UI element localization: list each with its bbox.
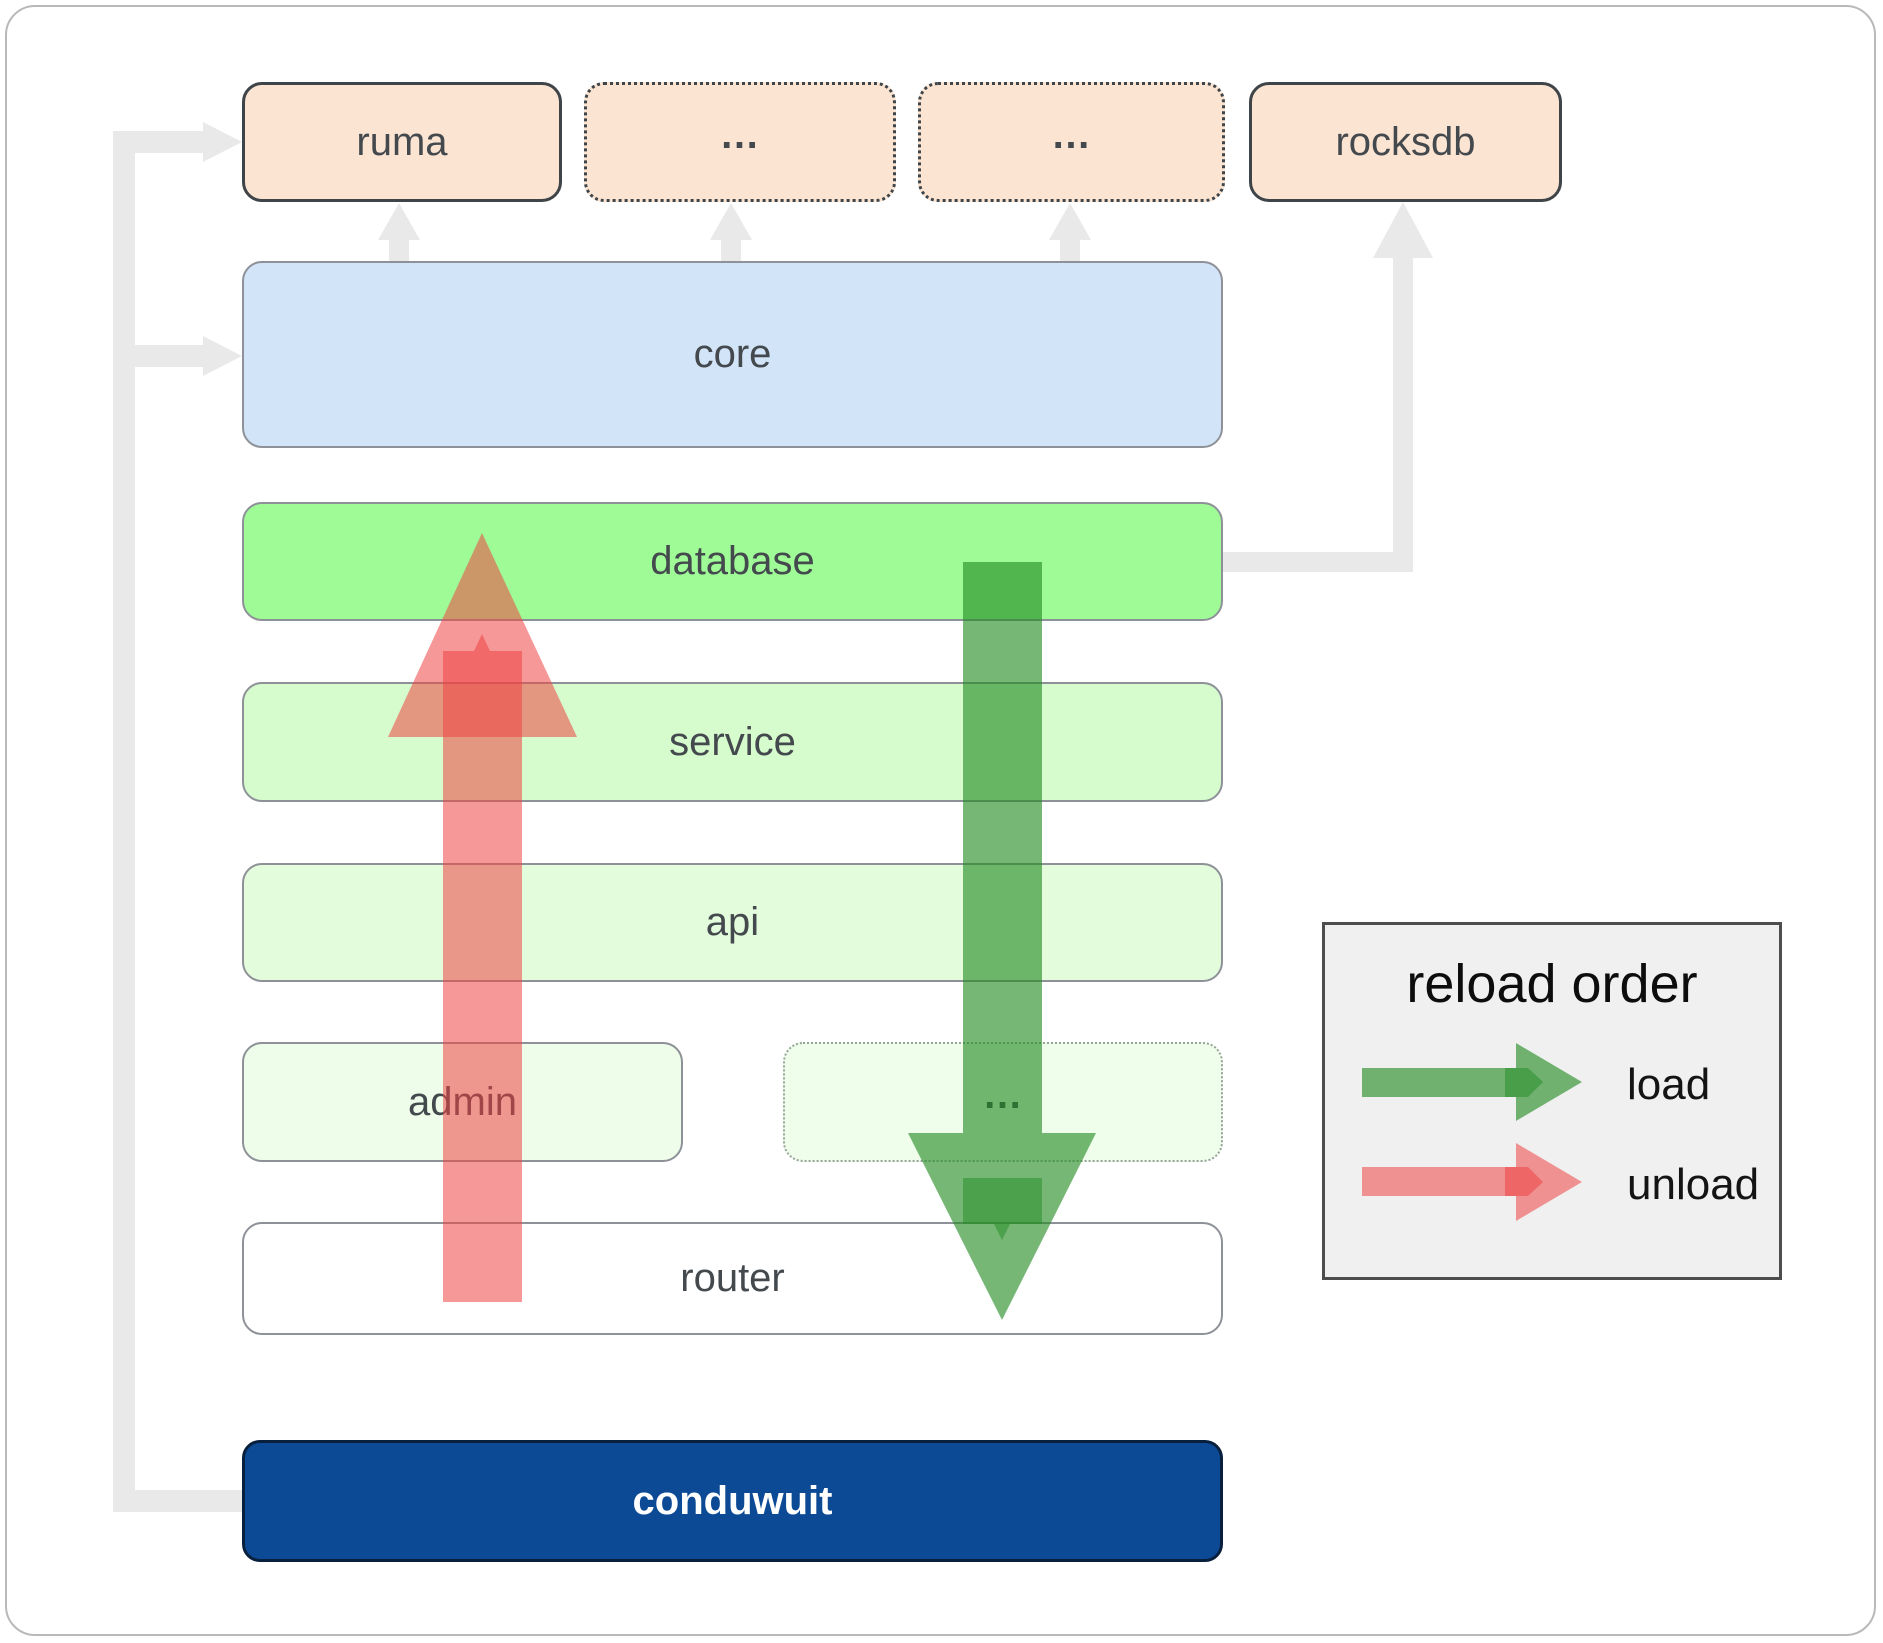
legend-label-unload: unload	[1627, 1160, 1760, 1209]
node-router: router	[242, 1222, 1223, 1335]
legend-title: reload order	[1406, 954, 1698, 1014]
node-module-placeholder-2: …	[918, 82, 1225, 202]
node-module-placeholder-2-label: …	[1051, 112, 1092, 157]
node-module-placeholder-3: …	[783, 1042, 1223, 1162]
node-ruma-label: ruma	[356, 119, 448, 164]
node-service: service	[242, 682, 1223, 802]
node-core-label: core	[693, 332, 772, 376]
node-database-label: database	[650, 539, 815, 583]
node-router-label: router	[680, 1256, 785, 1300]
node-ruma: ruma	[242, 82, 562, 202]
node-database: database	[242, 502, 1223, 621]
node-rocksdb-label: rocksdb	[1335, 119, 1476, 164]
node-api: api	[242, 863, 1223, 982]
node-core: core	[242, 261, 1223, 448]
node-module-placeholder-1-label: …	[719, 112, 761, 157]
node-service-label: service	[669, 719, 796, 764]
legend: reload order load unload	[1322, 922, 1782, 1280]
node-conduwuit: conduwuit	[242, 1440, 1223, 1562]
node-admin-label: admin	[408, 1079, 517, 1124]
node-module-placeholder-1: …	[584, 82, 896, 202]
node-admin: admin	[242, 1042, 683, 1162]
diagram-frame	[5, 5, 1876, 1636]
legend-label-load: load	[1627, 1060, 1711, 1109]
node-rocksdb: rocksdb	[1249, 82, 1562, 202]
node-module-placeholder-3-label: …	[982, 1072, 1024, 1117]
node-conduwuit-label: conduwuit	[632, 1478, 833, 1523]
node-api-label: api	[705, 900, 760, 944]
